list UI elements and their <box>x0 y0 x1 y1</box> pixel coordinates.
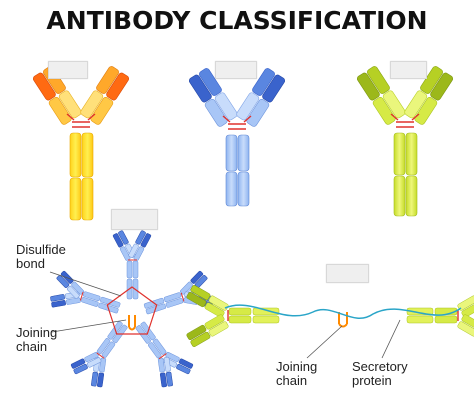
disulfide-ring <box>106 286 158 335</box>
joining-chain-icon <box>128 315 136 331</box>
answer-box-5[interactable] <box>326 264 369 283</box>
antibody-green <box>356 66 454 217</box>
joining-chain-icon <box>338 312 348 328</box>
joining-chain-label-left: Joining chain <box>16 325 58 354</box>
antibody-orange <box>32 66 130 221</box>
page-title: ANTIBODY CLASSIFICATION <box>46 6 428 35</box>
secretory-protein-icon <box>224 304 462 319</box>
dimer-green <box>186 285 474 347</box>
answer-box-2[interactable] <box>215 61 257 79</box>
antibody-blue <box>188 68 286 207</box>
answer-box-3[interactable] <box>390 61 427 79</box>
joining-chain-label-right: Joining chain <box>276 359 318 388</box>
disulfide-bond-label: Disulfide bond <box>16 242 66 271</box>
secretory-protein-label: Secretory protein <box>352 359 408 388</box>
disulfide-bond-icon <box>66 113 96 128</box>
answer-box-1[interactable] <box>48 61 88 79</box>
answer-box-4[interactable] <box>111 209 158 230</box>
pentamer-blue <box>46 230 218 392</box>
